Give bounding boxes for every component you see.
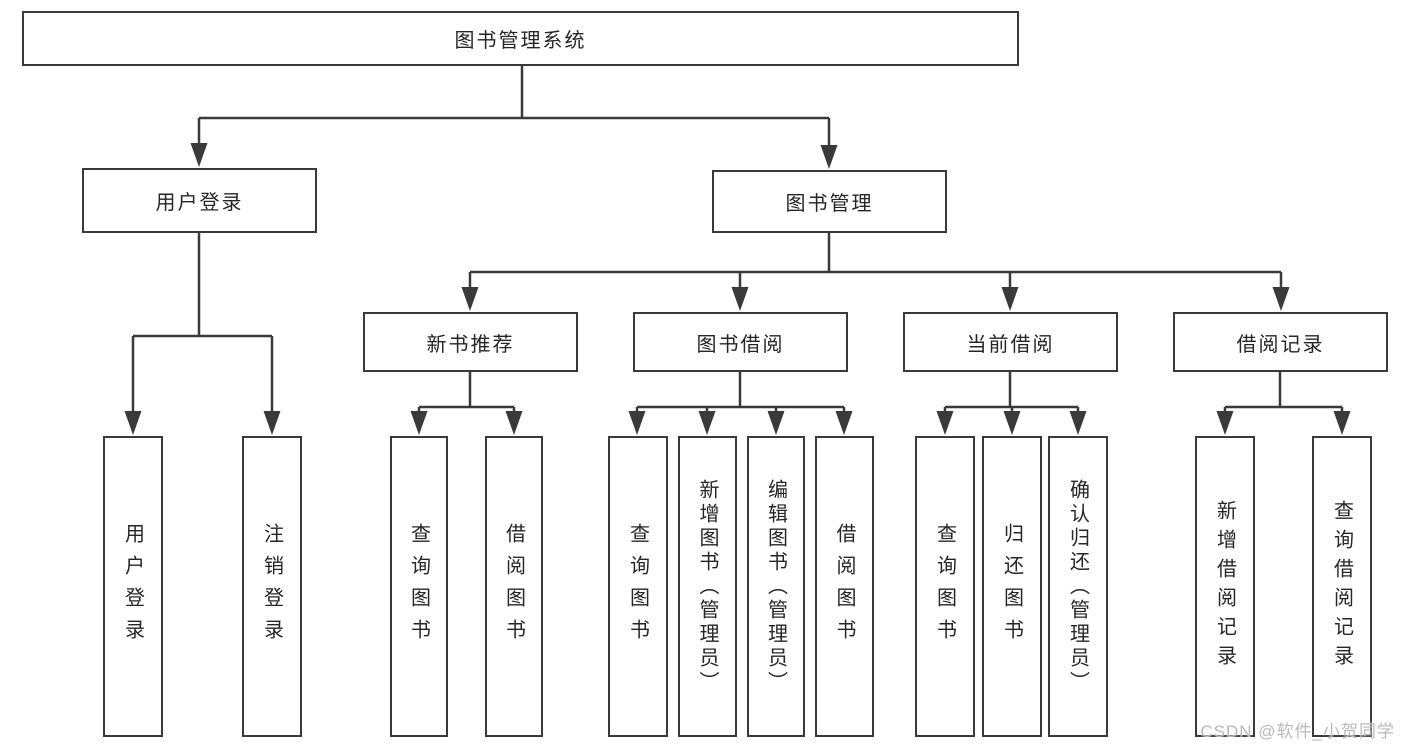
node-book-borrow: 图书借阅	[633, 312, 848, 372]
leaf-add-borrow-record: 新增借阅记录	[1195, 436, 1255, 737]
node-book-management: 图书管理	[712, 170, 947, 233]
leaf-logout: 注销登录	[242, 436, 302, 737]
leaf-add-books-admin: 新增图书（管理员）	[678, 436, 737, 737]
leaf-user-login: 用户登录	[103, 436, 163, 737]
node-user-login: 用户登录	[82, 168, 317, 233]
arrowhead-icons	[124, 143, 1351, 435]
node-current-borrow: 当前借阅	[903, 312, 1118, 372]
leaf-return-books: 归还图书	[982, 436, 1042, 737]
leaf-query-borrow-record: 查询借阅记录	[1312, 436, 1372, 737]
leaf-query-books-recommend: 查询图书	[390, 436, 448, 737]
leaf-confirm-return-admin: 确认归还（管理员）	[1048, 436, 1108, 737]
node-borrow-records: 借阅记录	[1173, 312, 1388, 372]
node-root-system: 图书管理系统	[22, 11, 1019, 66]
watermark: CSDN @软件_小贺同学	[1200, 722, 1395, 741]
node-new-book-recommend: 新书推荐	[363, 312, 578, 372]
leaf-edit-books-admin: 编辑图书（管理员）	[747, 436, 805, 737]
leaf-borrow-books: 借阅图书	[815, 436, 874, 737]
leaf-query-books-borrow: 查询图书	[608, 436, 668, 737]
leaf-borrow-books-recommend: 借阅图书	[485, 436, 543, 737]
leaf-query-books-current: 查询图书	[915, 436, 975, 737]
